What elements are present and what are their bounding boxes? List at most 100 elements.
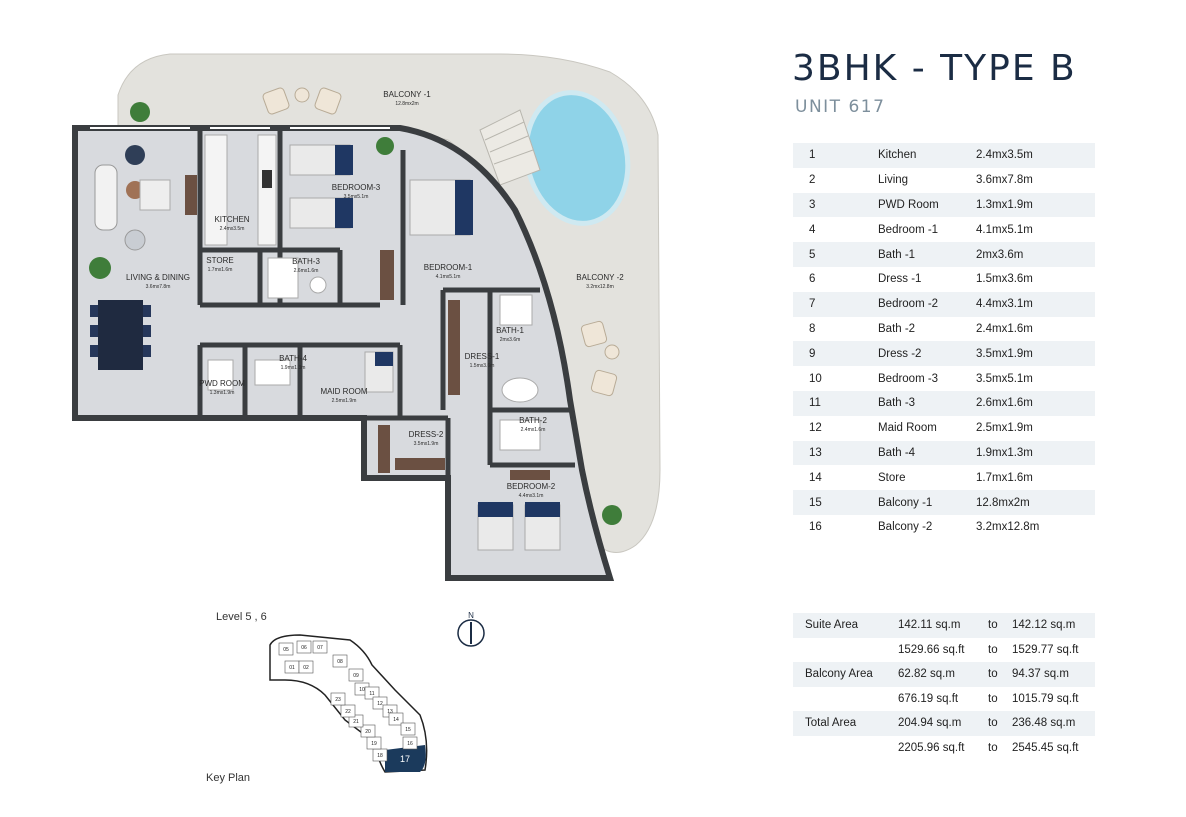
room-name: Dress -1 — [878, 273, 922, 286]
key-plan-unit — [400, 722, 416, 736]
total-area-sqft-to-word: to — [988, 741, 998, 754]
living-furniture — [90, 145, 171, 370]
room-number: 8 — [809, 322, 816, 335]
room-number: 10 — [809, 372, 822, 385]
room-name: Kitchen — [878, 143, 974, 168]
key-plan-unit-label: 19 — [371, 741, 377, 747]
label-dress2: DRESS-2 — [409, 430, 444, 439]
total-area-sqm-from: 204.94 sq.m — [898, 711, 988, 736]
label-bath3: BATH-3 — [292, 257, 320, 266]
key-plan-unit — [402, 736, 418, 750]
balcony-area-sqm-from: 62.82 sq.m — [898, 662, 988, 687]
key-plan-unit-label: 16 — [407, 741, 413, 747]
key-plan-unit — [340, 704, 356, 718]
balcony-area-sqft-to: 1015.79 sq.ft — [1012, 692, 1079, 705]
kitchen-furniture — [204, 134, 277, 246]
key-plan-unit-label: 18 — [377, 753, 383, 759]
label-bedroom2-size: 4.4mx3.1m — [519, 493, 544, 499]
suite-area-row: Suite Area 142.11 sq.m to 142.12 sq.m — [793, 613, 1095, 638]
label-balcony2: BALCONY -2 — [576, 273, 624, 282]
key-plan-unit-label: 02 — [303, 665, 309, 671]
room-number: 7 — [793, 291, 878, 317]
key-plan-unit-label: 22 — [345, 709, 351, 715]
key-plan-unit — [364, 686, 380, 700]
room-number: 2 — [809, 174, 816, 187]
total-area-sqft-from: 2205.96 sq.ft — [898, 741, 965, 754]
label-dress2-size: 3.5mx1.9m — [414, 441, 439, 447]
label-balcony1: BALCONY -1 — [383, 90, 431, 99]
key-plan-unit — [348, 714, 364, 728]
label-store: STORE — [206, 256, 233, 265]
room-number: 13 — [793, 440, 878, 466]
room-name: Living — [878, 174, 909, 187]
key-plan-unit-label: 14 — [393, 717, 399, 723]
plants — [89, 102, 622, 525]
balcony-area-to: to — [988, 662, 1012, 687]
room-size: 1.7mx1.6m — [976, 471, 1033, 484]
key-plan-unit — [388, 712, 404, 726]
key-plan-unit-label: 15 — [405, 727, 411, 733]
balcony-area-row: Balcony Area 62.82 sq.m to 94.37 sq.m — [793, 662, 1095, 687]
label-pwd: PWD ROOM — [199, 379, 245, 388]
key-plan-unit-label: 01 — [289, 665, 295, 671]
total-area-row: Total Area 204.94 sq.m to 236.48 sq.m — [793, 711, 1095, 736]
total-area-sqft-row: 2205.96 sq.ft to 2545.45 sq.ft — [793, 736, 1095, 761]
room-size: 1.9mx1.3m — [974, 440, 1095, 466]
suite-area-sqft-row: 1529.66 sq.ft to 1529.77 sq.ft — [793, 638, 1095, 663]
label-bath4-size: 1.9mx1.3m — [281, 365, 306, 371]
room-name: Bath -4 — [878, 440, 974, 466]
beds — [289, 144, 561, 551]
room-number: 4 — [809, 223, 816, 236]
room-name: PWD Room — [878, 192, 974, 218]
room-name: Store — [878, 471, 906, 484]
room-size: 2.5mx1.9m — [976, 422, 1033, 435]
label-dress1: DRESS-1 — [465, 352, 500, 361]
key-plan-unit-label: 05 — [283, 647, 289, 653]
room-size: 3.6mx7.8m — [976, 174, 1033, 187]
key-plan-unit — [298, 660, 314, 674]
room-name: Bedroom -3 — [878, 372, 939, 385]
room-size: 3.5mx5.1m — [976, 372, 1033, 385]
key-plan-unit-label: 09 — [353, 673, 359, 679]
north-arrow-icon: N — [457, 611, 485, 647]
interior-walls — [197, 128, 575, 478]
suite-area-to: to — [988, 613, 1012, 638]
label-bath2: BATH-2 — [519, 416, 547, 425]
total-area-sqft-to: 2545.45 sq.ft — [1012, 741, 1079, 754]
key-plan-caption: Key Plan — [206, 772, 250, 784]
total-area-label: Total Area — [793, 711, 898, 736]
room-name: Balcony -1 — [878, 490, 974, 515]
key-plan-unit-label: 06 — [301, 645, 307, 651]
room-number: 9 — [793, 341, 878, 367]
room-name: Bath -3 — [878, 390, 974, 416]
balcony-chairs — [262, 87, 620, 397]
bath-fixtures — [207, 257, 541, 451]
room-size: 12.8mx2m — [974, 490, 1095, 515]
room-size: 2.6mx1.6m — [974, 390, 1095, 416]
wardrobes — [185, 175, 550, 480]
label-kitchen: KITCHEN — [214, 215, 249, 224]
label-maid-size: 2.5mx1.9m — [332, 398, 357, 404]
label-bath3-size: 2.6mx1.6m — [294, 268, 319, 274]
page-title: 3BHK - TYPE B — [792, 48, 1077, 89]
key-plan-unit-label: 07 — [317, 645, 323, 651]
outer-walls — [72, 125, 615, 581]
floor-plan: BALCONY -1 12.8mx2m BALCONY -2 3.2mx12.8… — [72, 53, 661, 784]
label-bath1: BATH-1 — [496, 326, 524, 335]
room-row: 2 Living 3.6mx7.8m — [793, 168, 1095, 193]
label-kitchen-size: 2.4mx3.5m — [220, 226, 245, 232]
room-name: Bath -2 — [878, 322, 916, 335]
room-name: Dress -2 — [878, 341, 974, 367]
label-maid: MAID ROOM — [320, 387, 367, 396]
key-plan-unit-label: 08 — [337, 659, 343, 665]
